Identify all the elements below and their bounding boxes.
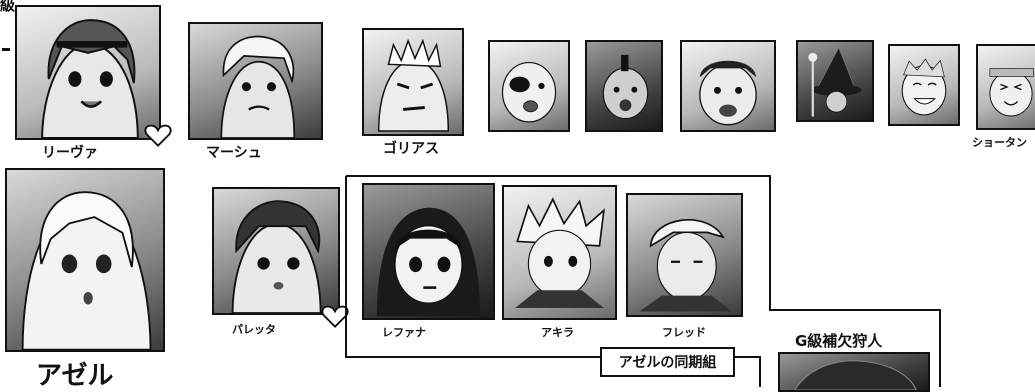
portrait-azel (5, 168, 165, 352)
name-refana: レファナ (382, 326, 426, 339)
portrait-sideburns-man (680, 40, 776, 132)
name-azel: アゼル (36, 361, 114, 391)
mohawk-man-face-drawing (602, 54, 649, 120)
portrait-grinning-man (888, 44, 960, 126)
group-tag: アゼルの同期組 (600, 347, 735, 377)
shotan-face-drawing (989, 68, 1034, 117)
portrait-fred (626, 193, 743, 317)
g-class-drawing (794, 360, 917, 390)
rieva-face-drawing (41, 19, 139, 138)
portrait-rieva (15, 5, 161, 140)
portrait-mohawk-man (585, 40, 663, 132)
eyepatch-man-face-drawing (501, 62, 557, 123)
refana-face-drawing (376, 207, 481, 316)
heart-icon (144, 124, 172, 147)
portrait-akira (502, 185, 617, 320)
g-class-label: G級補欠狩人 (795, 332, 883, 350)
grinning-man-face-drawing (901, 58, 947, 116)
paretta-face-drawing (231, 200, 322, 313)
sideburns-man-face-drawing (699, 60, 757, 126)
name-paretta: パレッタ (232, 323, 276, 336)
portrait-witch (796, 40, 874, 122)
fred-face-drawing (639, 219, 732, 312)
witch-drawing (808, 46, 862, 117)
name-shotan: ショータン (972, 136, 1027, 149)
portrait-shotan (976, 44, 1035, 130)
portrait-g-class-partial (778, 352, 930, 392)
section-label-top: 級 (0, 0, 16, 14)
name-akira: アキラ (541, 326, 574, 339)
name-rieva: リーヴァ (42, 145, 98, 161)
portrait-paretta (212, 187, 340, 315)
portrait-refana (362, 183, 495, 320)
mashu-face-drawing (220, 35, 296, 138)
name-goriasu: ゴリアス (383, 141, 439, 157)
akira-face-drawing (515, 197, 605, 308)
group-tag-label: アゼルの同期組 (618, 355, 717, 371)
name-mashu: マーシュ (206, 145, 262, 161)
goriasu-face-drawing (377, 38, 450, 132)
portrait-mashu (188, 22, 323, 140)
portrait-eyepatch-man (488, 40, 570, 132)
azel-face-drawing (21, 191, 152, 350)
arrow-mark (2, 48, 10, 51)
name-fred: フレッド (662, 326, 706, 339)
portrait-goriasu (362, 28, 464, 136)
